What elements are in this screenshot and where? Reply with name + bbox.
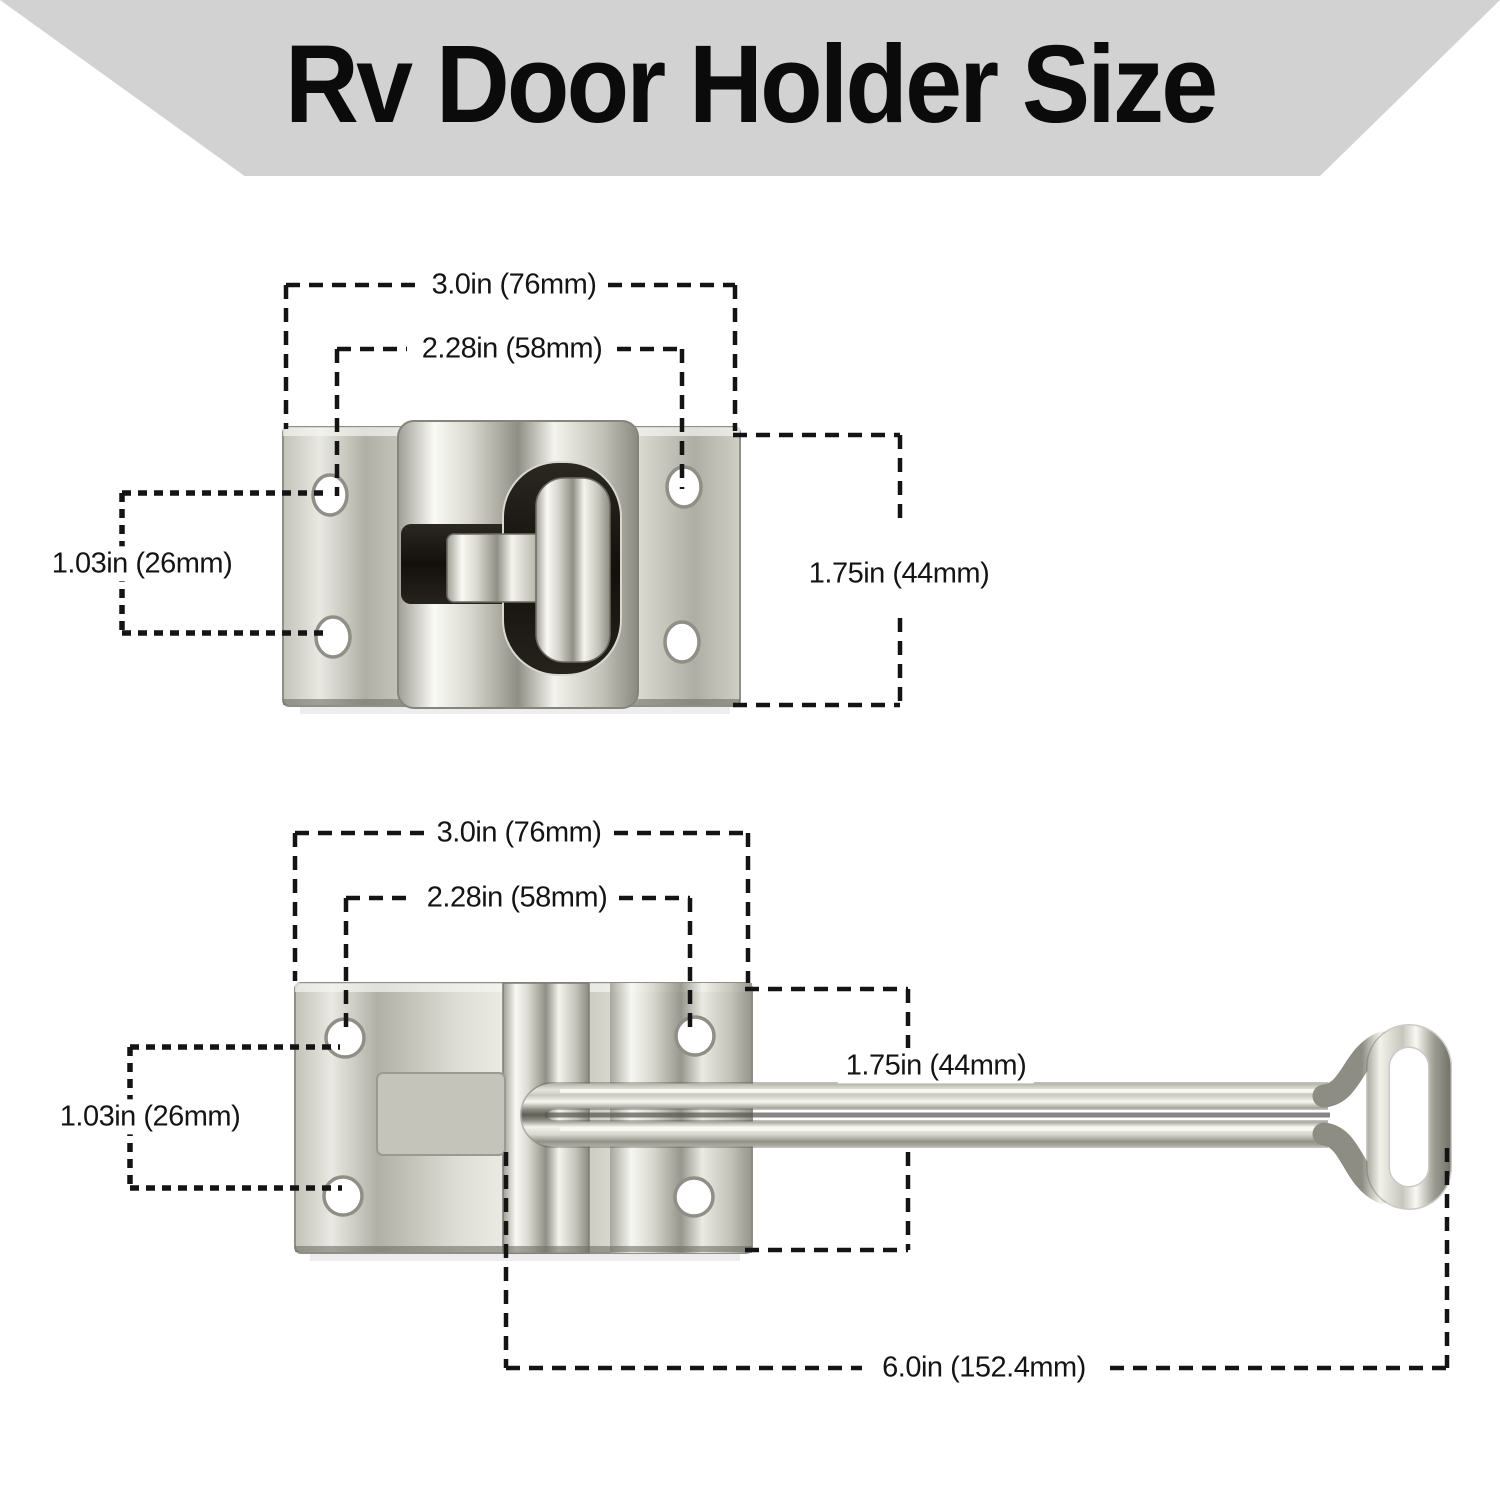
- dim-label-bottom-width: 3.0in (76mm): [428, 815, 610, 851]
- t-tab-head: [535, 477, 611, 663]
- t-handle-loop: [1367, 1025, 1451, 1209]
- dim-label-bottom-holes-height: 1.03in (26mm): [51, 1099, 249, 1135]
- top-dimension-lines: [119, 282, 903, 708]
- dim-label-arm-length: 6.0in (152.4mm): [874, 1350, 1094, 1386]
- title-banner: Rv Door Holder Size: [0, 0, 1500, 176]
- screw-hole: [663, 620, 701, 664]
- dim-label-top-holes-width: 2.28in (58mm): [413, 331, 611, 367]
- dim-line-arm-length-ext: [503, 1148, 1450, 1368]
- dim-label-bottom-holes-width: 2.28in (58mm): [418, 880, 616, 916]
- screw-hole: [322, 1175, 364, 1217]
- plate-bottom-edge: [295, 1246, 752, 1252]
- t-tab-stem: [446, 533, 548, 603]
- page-title: Rv Door Holder Size: [284, 22, 1218, 146]
- arm-rods: [521, 1083, 1328, 1147]
- plate-shadow: [310, 1253, 740, 1261]
- dim-label-top-height: 1.75in (44mm): [800, 556, 998, 592]
- dim-label-top-width: 3.0in (76mm): [423, 267, 605, 303]
- plate-recess: [376, 1072, 506, 1156]
- dim-line-bottom-holes-width-ext: [343, 898, 693, 1036]
- bottom-holder-with-arm: [294, 982, 1452, 1261]
- dim-label-bottom-height: 1.75in (44mm): [837, 1048, 1035, 1084]
- bottom-dimension-lines: [127, 830, 1450, 1371]
- top-catch-plate: [282, 420, 741, 714]
- dim-line-bottom-width-ext: [292, 833, 751, 983]
- screw-hole: [311, 473, 349, 517]
- dim-line-top-width-ext: [283, 285, 738, 431]
- screw-hole: [674, 1015, 716, 1057]
- screw-hole: [314, 615, 352, 659]
- dim-line-bottom-height: [745, 986, 908, 1253]
- plate-shadow: [300, 706, 730, 714]
- dim-line-top-height: [733, 432, 900, 708]
- dim-label-top-holes-height: 1.03in (26mm): [43, 546, 241, 582]
- screw-hole: [673, 1176, 715, 1218]
- dim-line-top-holes-width-ext: [334, 349, 685, 496]
